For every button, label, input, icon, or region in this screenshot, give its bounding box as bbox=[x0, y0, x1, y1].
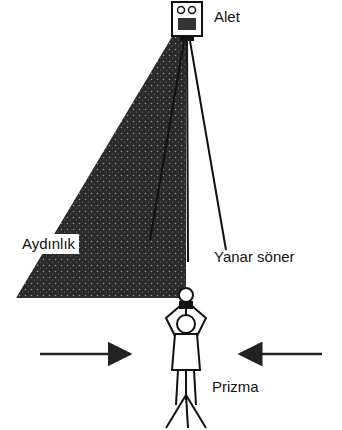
person bbox=[166, 306, 206, 405]
light-beam bbox=[16, 30, 186, 298]
blink-label: Yanar söner bbox=[214, 248, 295, 266]
instrument bbox=[172, 2, 202, 41]
light-label: Aydınlık bbox=[18, 234, 79, 254]
arrow-left bbox=[240, 353, 322, 356]
instrument-label: Alet bbox=[214, 8, 240, 26]
instrument-tripod bbox=[150, 41, 226, 262]
prism-pole bbox=[166, 288, 206, 428]
arrow-right bbox=[40, 353, 130, 356]
prism-label: Prizma bbox=[212, 378, 259, 396]
